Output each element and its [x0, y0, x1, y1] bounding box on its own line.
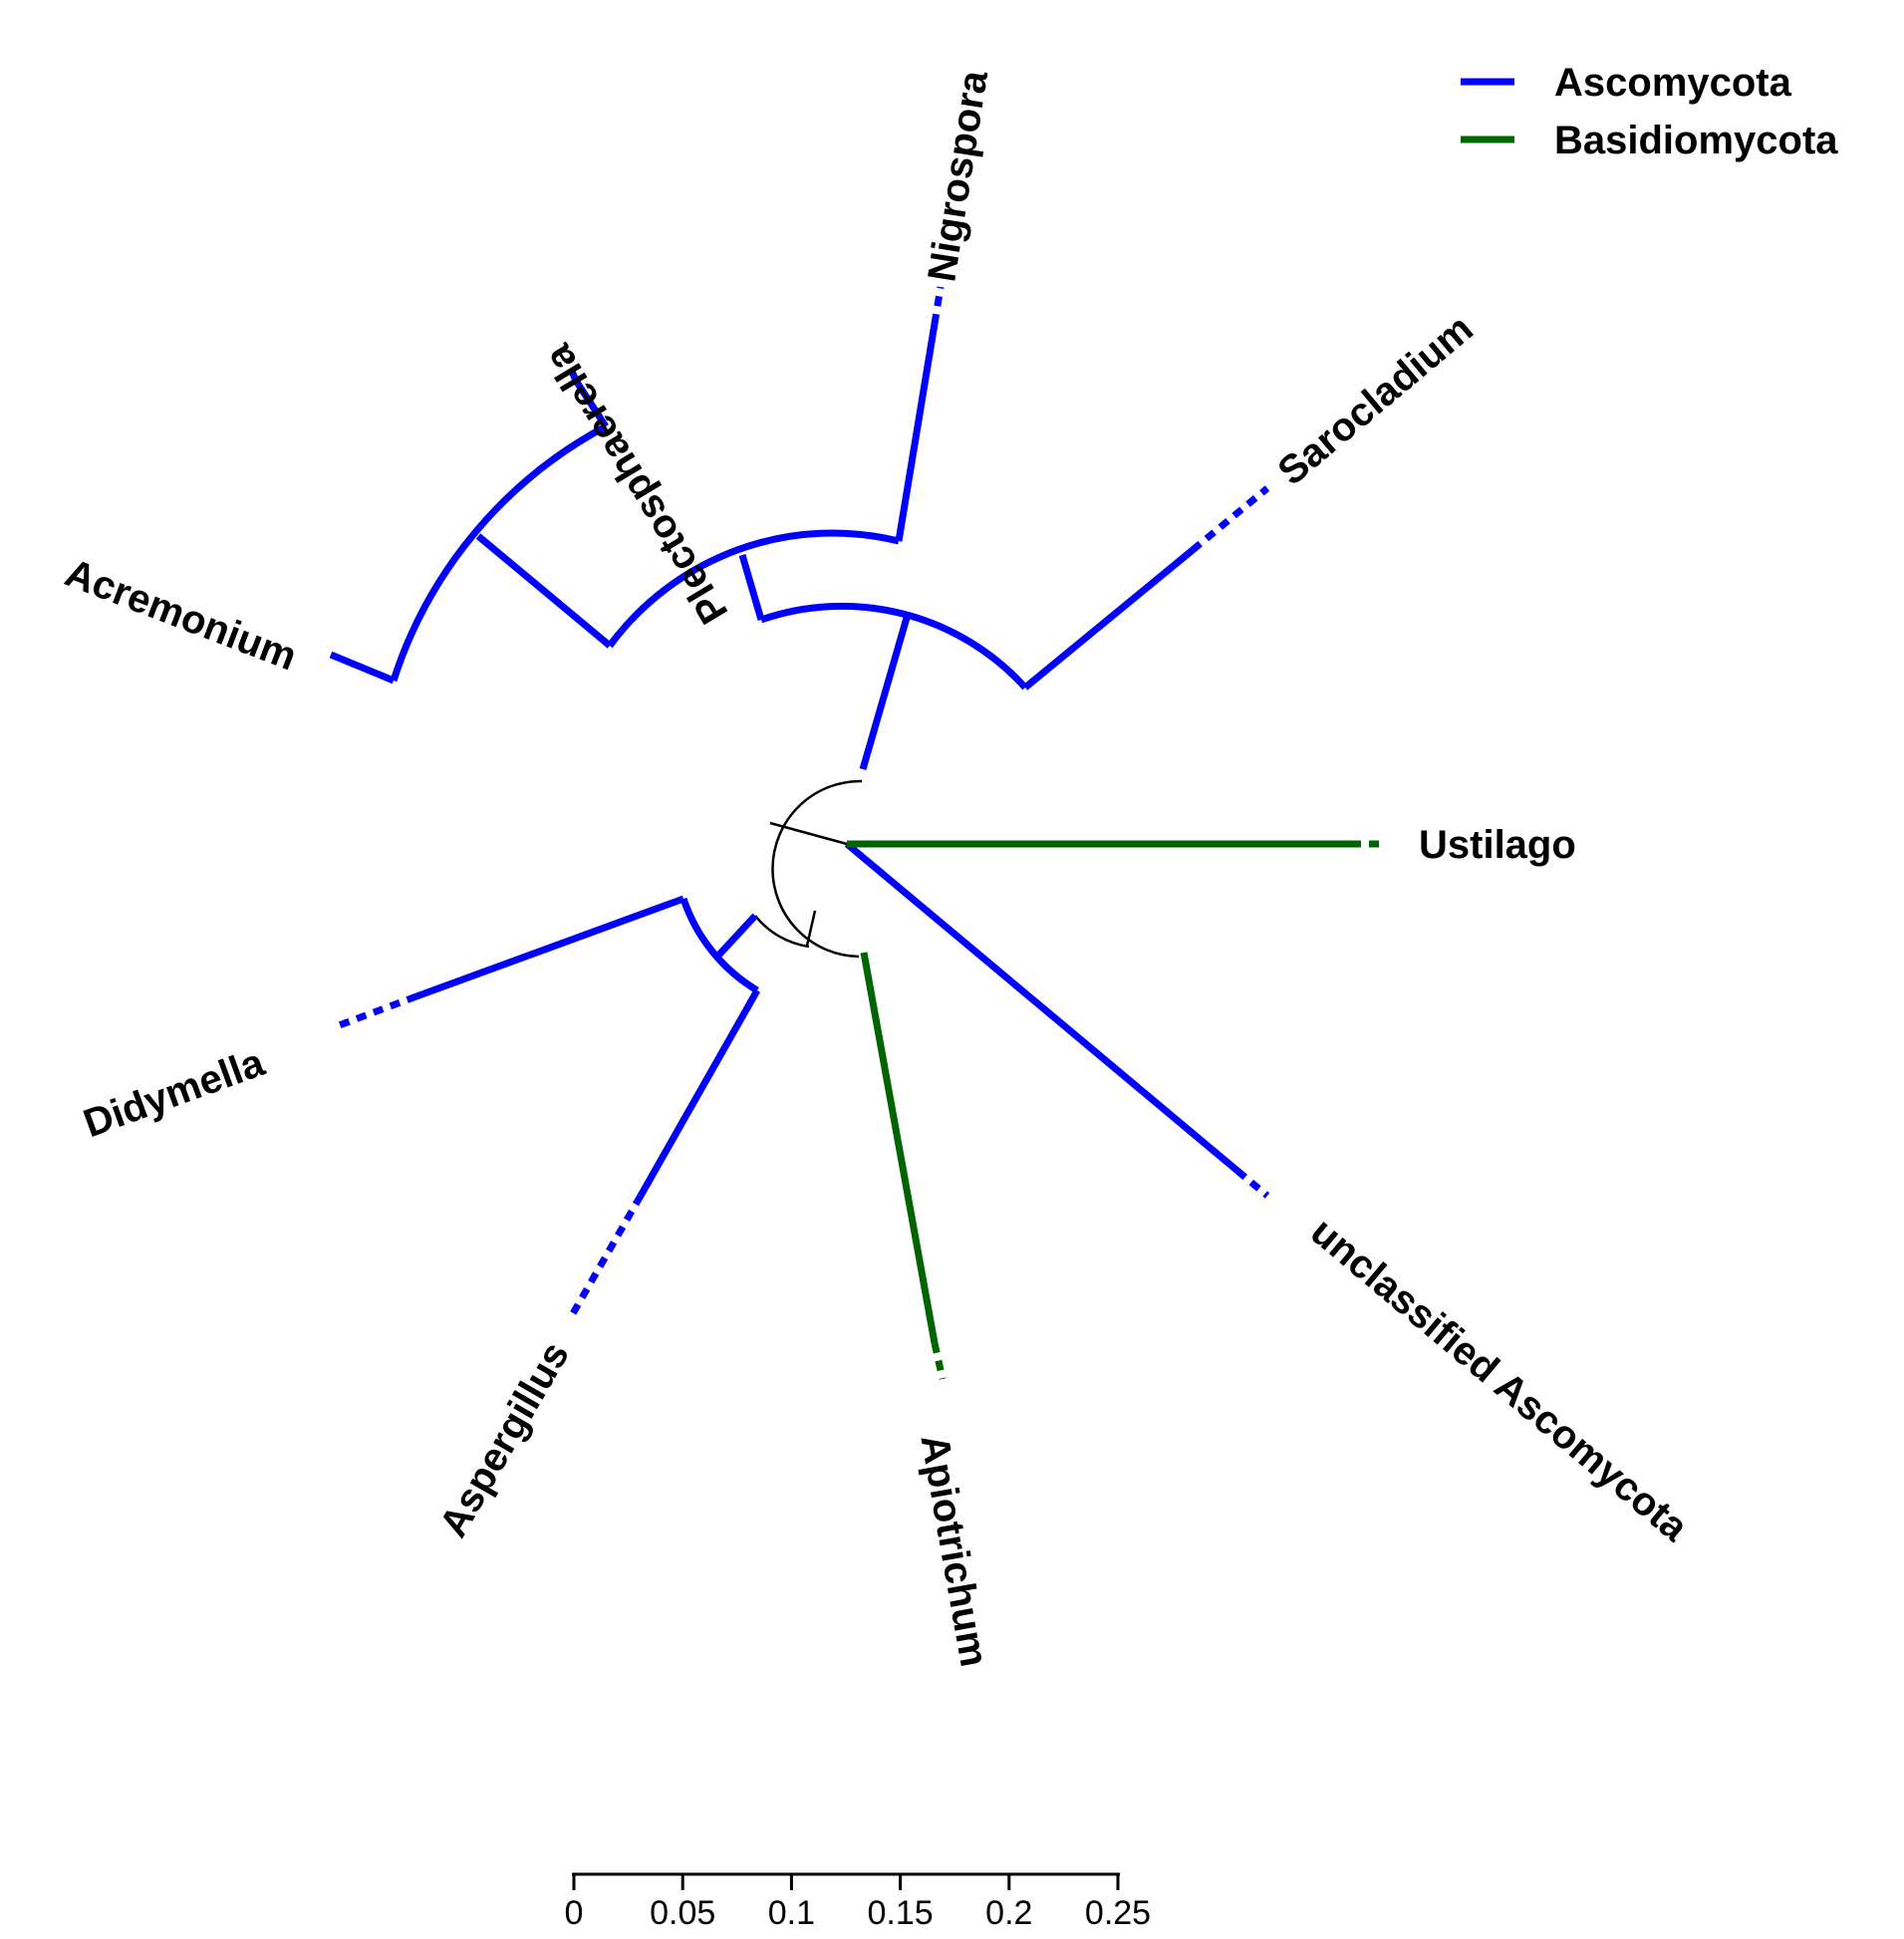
- leaf-label-sarocladium: Sarocladium: [1270, 307, 1482, 494]
- branch-nigrospora: [895, 323, 939, 542]
- scale-tick-label: 0.2: [985, 1894, 1032, 1932]
- root-stem-lower: [805, 910, 817, 947]
- leaf-label-apiotrichum: Apiotrichum: [912, 1431, 995, 1670]
- root-clade: [754, 779, 863, 959]
- branch-nigrospora-dotted: [931, 286, 945, 325]
- leaf-label-nigrospora: Nigrospora: [920, 67, 996, 284]
- branch-unclassified-dotted: [1234, 1168, 1270, 1199]
- arc-lower-node: [680, 897, 759, 994]
- ascomycota-unclassified-branch: [844, 841, 1270, 1199]
- leaf-label-plectosphaerella: Plectosphaerella: [536, 337, 737, 632]
- branch-plectosphaerella-dotted: [566, 365, 580, 383]
- arc-nigro-node: [607, 529, 900, 649]
- branch-didymella-dotted: [332, 992, 418, 1031]
- scale-tick-label: 0.25: [1085, 1894, 1151, 1932]
- leaf-label-unclassified-ascomycota: unclassified Ascomycota: [1302, 1210, 1697, 1550]
- legend-label-ascomycota: Ascomycota: [1554, 61, 1792, 105]
- arc-saro-node: [759, 602, 1028, 691]
- branch-plectosphaerella: [573, 379, 609, 428]
- branch-apiotrichum: [860, 952, 939, 1344]
- scale-tick-label: 0.1: [768, 1894, 815, 1932]
- legend-label-basidiomycota: Basidiomycota: [1554, 119, 1838, 162]
- branch-unclassified: [844, 841, 1240, 1174]
- branch-to-saro-node: [738, 554, 765, 621]
- branch-apiotrichum-dotted: [931, 1342, 947, 1380]
- root-stem-basidio: [769, 821, 848, 846]
- leaf-label-aspergillus: Aspergillus: [431, 1335, 578, 1545]
- scale-tick-label: 0: [565, 1894, 584, 1932]
- branch-upper-stem: [859, 617, 911, 770]
- branch-acremonium: [329, 651, 396, 685]
- branch-sarocladium: [1022, 547, 1196, 691]
- legend: Ascomycota Basidiomycota: [1461, 61, 1838, 162]
- arc-acre-node: [390, 422, 608, 683]
- basidiomycota-branches: [847, 840, 1387, 1380]
- branch-to-acre-node: [475, 533, 613, 649]
- scale-ticks: 0 0.05 0.1 0.15 0.2 0.25: [565, 1874, 1151, 1932]
- scale-tick-label: 0.15: [868, 1894, 934, 1932]
- root-arc: [771, 779, 863, 959]
- leaf-label-ustilago: Ustilago: [1419, 823, 1576, 867]
- branch-sarocladium-dotted: [1190, 485, 1270, 553]
- branch-aspergillus: [637, 988, 761, 1198]
- scale-tick-label: 0.05: [650, 1894, 715, 1932]
- ascomycota-lower-clade: [332, 895, 761, 1317]
- scale-bar: 0 0.05 0.1 0.15 0.2 0.25: [565, 1872, 1151, 1932]
- leaf-label-acremonium: Acremonium: [59, 551, 302, 680]
- branch-to-lower-node: [714, 913, 758, 960]
- branch-aspergillus-dotted: [568, 1194, 645, 1317]
- ascomycota-upper-clade: [329, 286, 1270, 770]
- leaf-label-didymella: Didymella: [78, 1040, 270, 1146]
- root-lower-arc: [754, 915, 810, 949]
- branch-didymella: [414, 895, 685, 1000]
